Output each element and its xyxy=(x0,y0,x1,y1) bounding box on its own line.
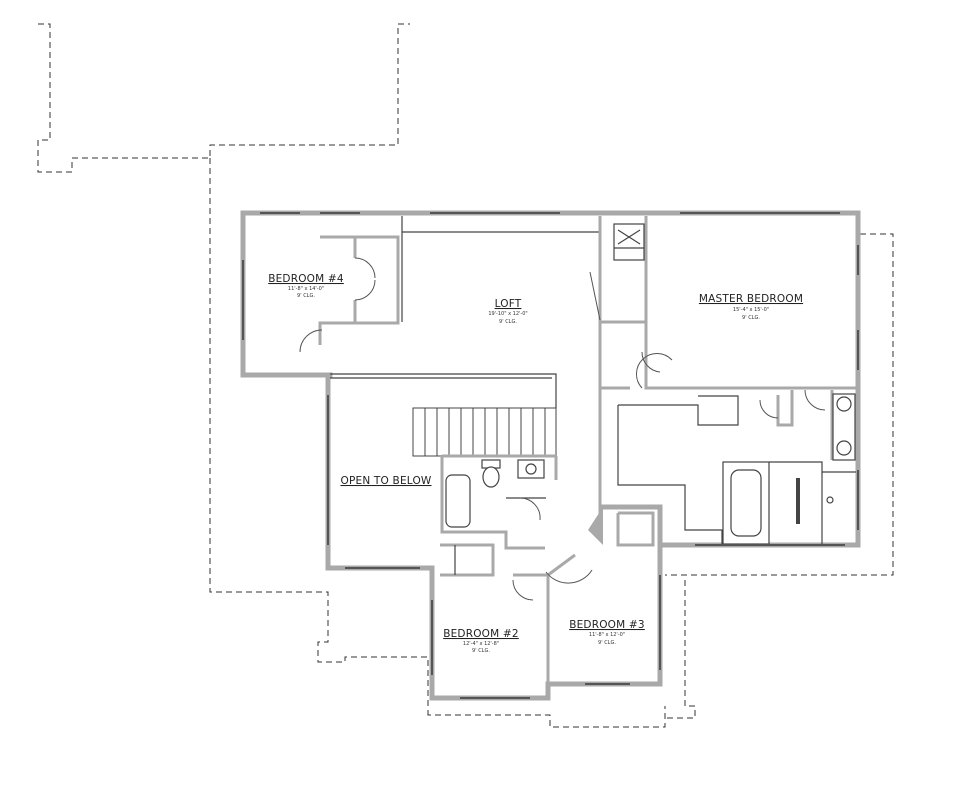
master-bedroom-dims: 15'-4" x 15'-0" xyxy=(733,307,769,313)
windows xyxy=(242,212,859,699)
bedroom-4-dims: 11'-8" x 14'-0" xyxy=(288,286,324,292)
room-label-bedroom-2: BEDROOM #2 12'-4" x 12'-8" 9' CLG. xyxy=(443,628,519,654)
room-label-loft: LOFT 19'-10" x 12'-0" 9' CLG. xyxy=(488,298,527,325)
loft-name: LOFT xyxy=(495,298,522,310)
room-label-master-bedroom: MASTER BEDROOM 15'-4" x 15'-0" 9' CLG. xyxy=(699,293,803,321)
room-label-bedroom-3: BEDROOM #3 11'-8" x 12'-0" 9' CLG. xyxy=(569,619,645,646)
doors xyxy=(299,257,826,601)
interior-walls xyxy=(318,216,858,698)
loft-dims: 19'-10" x 12'-0" xyxy=(488,311,527,317)
room-label-bedroom-4: BEDROOM #4 11'-8" x 14'-0" 9' CLG. xyxy=(268,273,344,299)
bedroom-4-name: BEDROOM #4 xyxy=(268,273,344,285)
lower-floor-outline xyxy=(37,23,894,728)
bedroom-2-dims: 12'-4" x 12'-8" xyxy=(463,641,499,647)
stairs xyxy=(412,407,557,457)
loft-ceiling: 9' CLG. xyxy=(499,319,517,325)
master-bedroom-name: MASTER BEDROOM xyxy=(699,293,803,305)
bedroom-3-ceiling: 9' CLG. xyxy=(598,640,616,646)
master-bedroom-ceiling: 9' CLG. xyxy=(742,315,760,321)
bedroom-2-name: BEDROOM #2 xyxy=(443,628,519,640)
bedroom-4-ceiling: 9' CLG. xyxy=(297,293,315,299)
open-to-below-name: OPEN TO BELOW xyxy=(341,475,432,487)
bedroom-3-name: BEDROOM #3 xyxy=(569,619,645,631)
room-label-open-to-below: OPEN TO BELOW xyxy=(341,475,432,487)
bedroom-3-dims: 11'-8" x 12'-0" xyxy=(589,632,625,638)
bedroom-2-ceiling: 9' CLG. xyxy=(472,648,490,654)
